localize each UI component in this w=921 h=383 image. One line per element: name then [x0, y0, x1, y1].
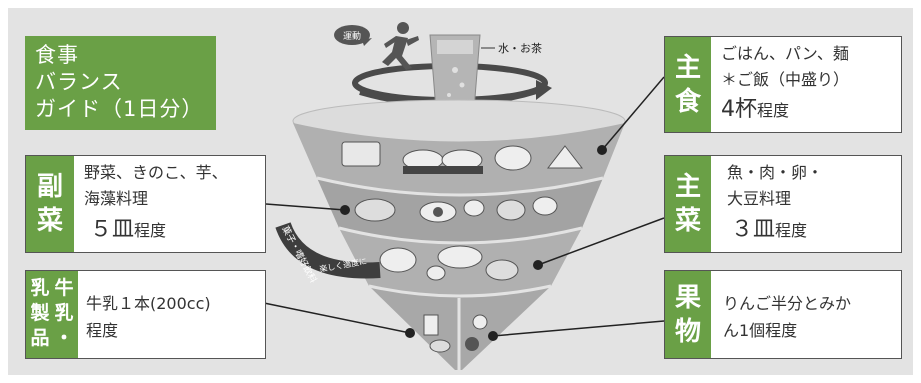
- dairy-tab: 乳製品 牛乳・: [26, 271, 78, 358]
- fruit-tab: 果物: [665, 271, 711, 358]
- dairy-line-1: 牛乳１本(200cc): [86, 291, 211, 316]
- title-line-2: バランス: [35, 69, 206, 96]
- side-line-2: 海藻料理: [84, 186, 148, 211]
- fruit-line-2: ん1個程度: [723, 318, 797, 343]
- water-surface: [437, 40, 473, 54]
- title-line-1: 食事: [35, 42, 206, 69]
- fruit-leader-line: [493, 321, 664, 336]
- main-line-2: 大豆料理: [727, 186, 791, 211]
- side-tab: 副菜: [26, 156, 74, 252]
- staple-line-2: ＊ご飯（中盛り）: [721, 67, 849, 92]
- staple-box: 主食 ごはん、パン、麺 ＊ご飯（中盛り） 4杯程度: [664, 36, 902, 133]
- guide-title: 食事 バランス ガイド（1日分）: [25, 36, 216, 130]
- side-box: 副菜 野菜、きのこ、芋、 海藻料理 ５皿程度: [25, 155, 266, 253]
- fruit-line-1: りんご半分とみか: [723, 291, 851, 316]
- main-tab: 主菜: [665, 156, 711, 252]
- fruit-box: 果物 りんご半分とみか ん1個程度: [664, 270, 902, 359]
- staple-amount: 4杯程度: [721, 97, 789, 123]
- staple-line-1: ごはん、パン、麺: [721, 41, 849, 66]
- side-line-1: 野菜、きのこ、芋、: [84, 160, 228, 185]
- runner-icon: [382, 22, 419, 70]
- side-amount: ５皿程度: [90, 217, 166, 243]
- main-box: 主菜 魚・肉・卵・ 大豆料理 ３皿程度: [664, 155, 902, 253]
- dairy-box: 乳製品 牛乳・ 牛乳１本(200cc) 程度: [25, 270, 266, 359]
- main-line-1: 魚・肉・卵・: [727, 160, 823, 185]
- dairy-line-2: 程度: [86, 318, 118, 343]
- dairy-leader-line: [264, 303, 410, 333]
- main-amount: ３皿程度: [731, 217, 807, 243]
- staple-tab: 主食: [665, 37, 711, 132]
- exercise-label: 運動: [343, 31, 361, 42]
- water-label: 水・お茶: [498, 42, 542, 55]
- title-line-3: ガイド（1日分）: [35, 96, 206, 123]
